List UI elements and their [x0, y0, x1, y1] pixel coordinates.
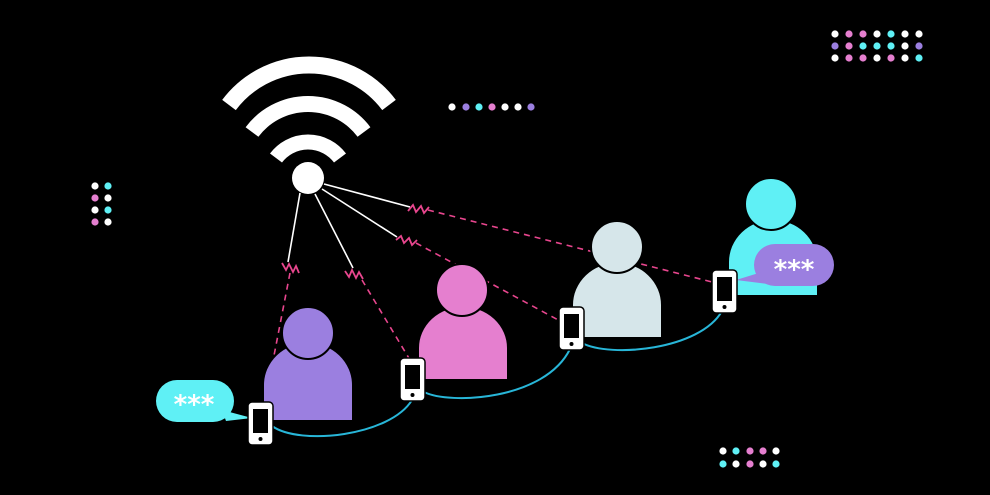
signal-dashes [264, 209, 717, 403]
wifi-arc-inner [270, 134, 346, 163]
wifi-arc-middle [245, 96, 371, 138]
dot-grid-left [91, 182, 112, 226]
smartphone-icon-1 [247, 401, 274, 446]
dot-row-top-center [448, 103, 535, 111]
bubble-left-text: *** [174, 390, 215, 420]
dot-grid-top-right [831, 30, 923, 62]
dot-grid-bottom-right [719, 447, 780, 468]
bubble-right-text: *** [774, 255, 815, 285]
wifi-router-icon [222, 56, 396, 194]
wifi-arc-outer [222, 56, 396, 111]
person-icon-pale-blue [571, 220, 663, 339]
speech-bubble-icon-left: *** [156, 380, 252, 422]
person-icon-pink [417, 263, 509, 381]
smartphone-icon-2 [399, 357, 426, 402]
person-icon-lavender [262, 306, 354, 422]
signal-rays [287, 183, 411, 269]
signal-zigzags [281, 203, 430, 281]
smartphone-icon-3 [558, 306, 585, 351]
speech-bubble-icon-right: *** [736, 244, 834, 286]
phone-cables [271, 310, 723, 438]
wifi-dot [292, 162, 324, 194]
smartphone-icon-4 [711, 269, 738, 314]
